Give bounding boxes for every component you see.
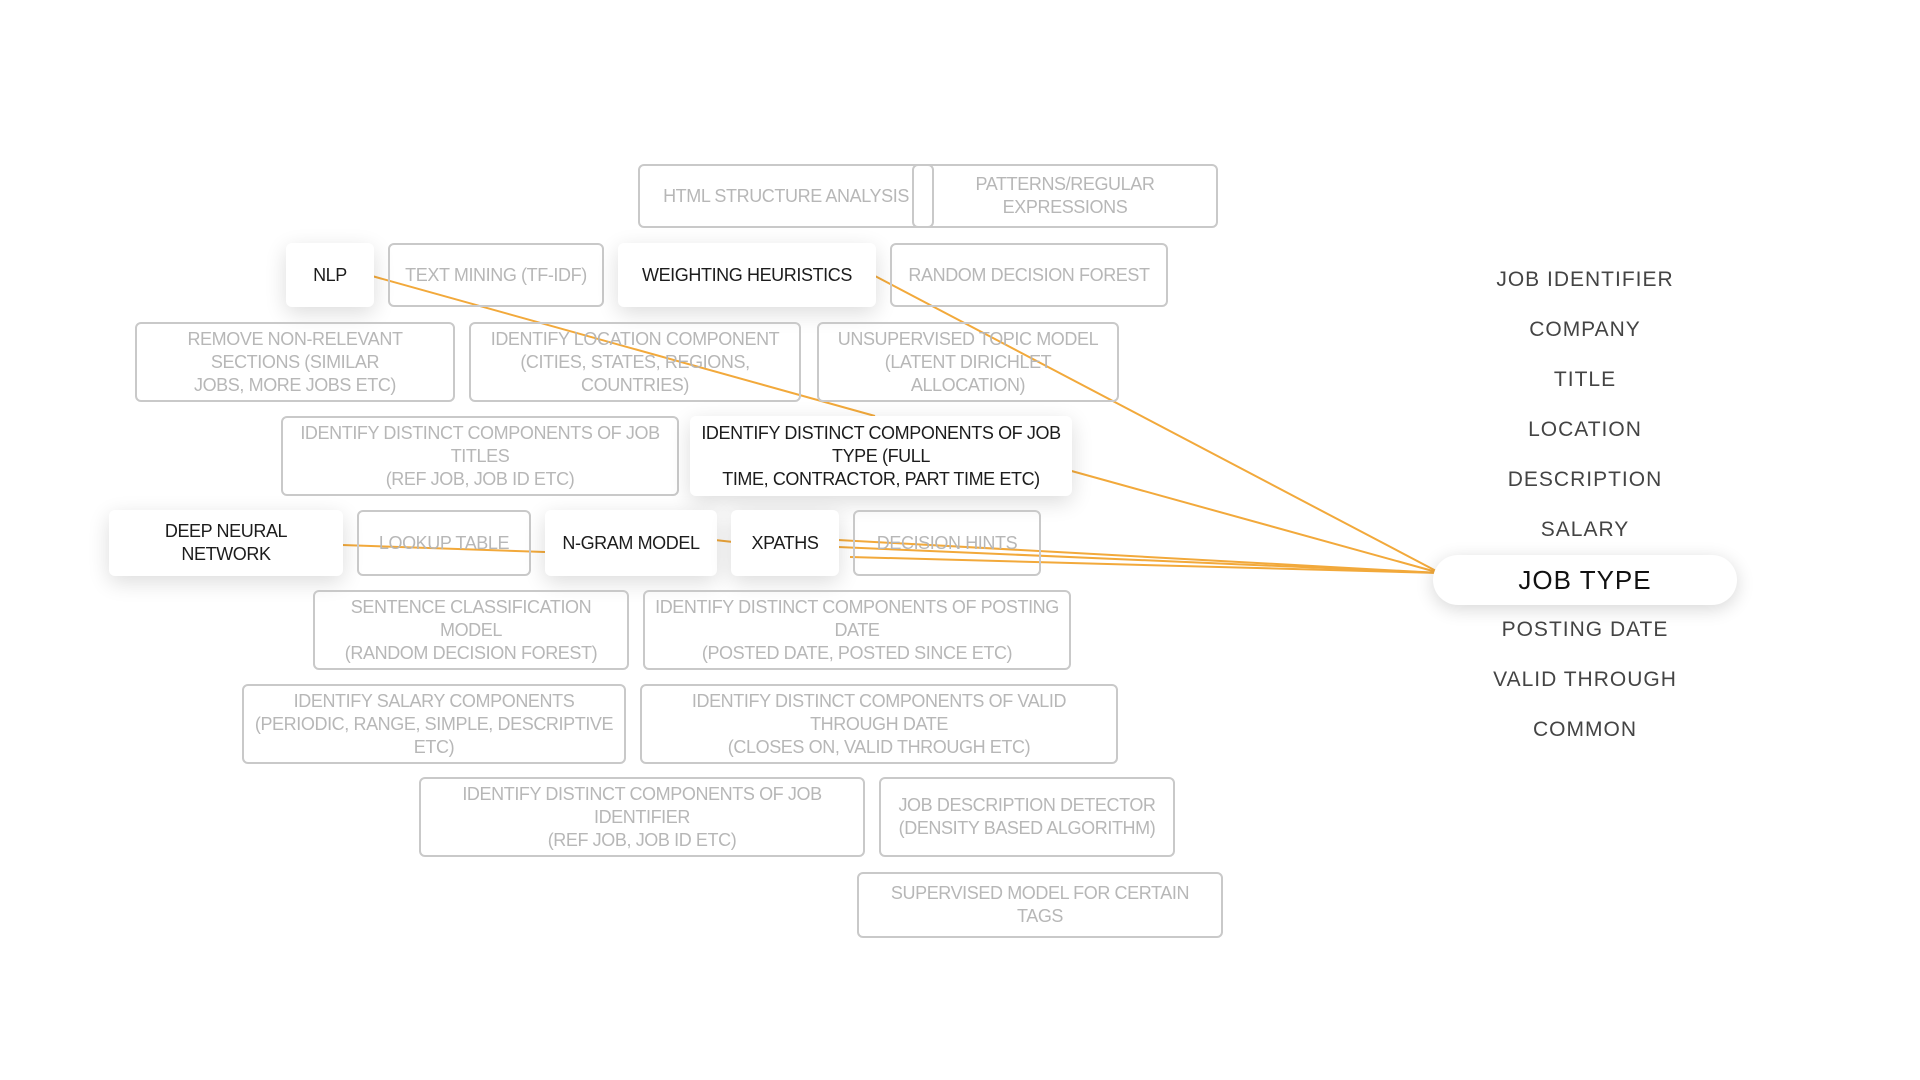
weighting-heuristics-label: WEIGHTING HEURISTICS xyxy=(641,264,852,285)
ngram-model-label: N-GRAM MODEL xyxy=(562,532,700,553)
posting-date-line2: (POSTED DATE, POSTED SINCE ETC) xyxy=(701,642,1013,663)
xpaths-label: XPATHS xyxy=(751,532,819,553)
job-identifier-line1: IDENTIFY DISTINCT COMPONENTS OF JOB IDEN… xyxy=(462,783,822,827)
field-valid-through[interactable]: VALID THROUGH xyxy=(1493,668,1677,691)
job-type-line2: TIME, CONTRACTOR, PART TIME ETC) xyxy=(722,468,1040,489)
field-common[interactable]: COMMON xyxy=(1533,718,1637,741)
nlp-label: NLP xyxy=(313,264,347,285)
field-list: JOB IDENTIFIER COMPANY TITLE LOCATION DE… xyxy=(1433,255,1737,755)
lookup-table-label: LOOKUP TABLE xyxy=(378,532,510,553)
salary-components-box[interactable]: IDENTIFY SALARY COMPONENTS(PERIODIC, RAN… xyxy=(242,684,626,764)
location-component-box[interactable]: IDENTIFY LOCATION COMPONENT(CITIES, STAT… xyxy=(469,322,801,402)
job-identifier-components-box[interactable]: IDENTIFY DISTINCT COMPONENTS OF JOB IDEN… xyxy=(419,777,865,857)
supervised-model-label: SUPERVISED MODEL FOR CERTAIN TAGS xyxy=(890,883,1190,926)
remove-non-relevant-line1: REMOVE NON-RELEVANT SECTIONS (SIMILAR xyxy=(187,328,403,372)
sentence-classification-line2: (RANDOM DECISION FOREST) xyxy=(344,642,598,663)
patterns-regex-box[interactable]: PATTERNS/REGULAR EXPRESSIONS xyxy=(912,164,1218,228)
topic-model-box[interactable]: UNSUPERVISED TOPIC MODEL(LATENT DIRICHLE… xyxy=(817,322,1119,402)
nlp-box[interactable]: NLP xyxy=(286,243,374,307)
random-decision-forest-label: RANDOM DECISION FOREST xyxy=(908,264,1150,285)
job-description-detector-box[interactable]: JOB DESCRIPTION DETECTOR (DENSITY BASED A… xyxy=(879,777,1175,857)
field-job-identifier[interactable]: JOB IDENTIFIER xyxy=(1496,268,1674,291)
supervised-model-box[interactable]: SUPERVISED MODEL FOR CERTAIN TAGS xyxy=(857,872,1223,938)
ngram-model-box[interactable]: N-GRAM MODEL xyxy=(545,510,717,576)
random-decision-forest-box[interactable]: RANDOM DECISION FOREST xyxy=(890,243,1168,307)
job-titles-line2: (REF JOB, JOB ID ETC) xyxy=(385,468,575,489)
location-component-line1: IDENTIFY LOCATION COMPONENT xyxy=(490,328,780,349)
field-company[interactable]: COMPANY xyxy=(1529,318,1641,341)
text-mining-label: TEXT MINING (TF-IDF) xyxy=(405,264,587,285)
salary-line1: IDENTIFY SALARY COMPONENTS xyxy=(293,690,575,711)
field-location[interactable]: LOCATION xyxy=(1528,418,1642,441)
job-titles-line1: IDENTIFY DISTINCT COMPONENTS OF JOB TITL… xyxy=(300,422,660,466)
field-job-type-selected[interactable]: JOB TYPE xyxy=(1433,555,1737,605)
job-description-detector-line2: (DENSITY BASED ALGORITHM) xyxy=(898,818,1156,838)
field-posting-date[interactable]: POSTING DATE xyxy=(1501,618,1669,641)
text-mining-box[interactable]: TEXT MINING (TF-IDF) xyxy=(388,243,604,307)
field-description[interactable]: DESCRIPTION xyxy=(1507,468,1663,491)
decision-hints-label: DECISION HINTS xyxy=(876,532,1018,553)
valid-through-line2: (CLOSES ON, VALID THROUGH ETC) xyxy=(727,736,1031,757)
deep-neural-network-box[interactable]: DEEP NEURAL NETWORK xyxy=(109,510,343,576)
job-description-detector-line1: JOB DESCRIPTION DETECTOR xyxy=(898,795,1156,815)
valid-through-line1: IDENTIFY DISTINCT COMPONENTS OF VALID TH… xyxy=(691,690,1067,734)
job-identifier-line2: (REF JOB, JOB ID ETC) xyxy=(547,829,737,850)
job-type-line1: IDENTIFY DISTINCT COMPONENTS OF JOB TYPE… xyxy=(701,422,1061,466)
posting-date-line1: IDENTIFY DISTINCT COMPONENTS OF POSTING … xyxy=(655,596,1059,640)
patterns-regex-label: PATTERNS/REGULAR EXPRESSIONS xyxy=(975,174,1155,217)
job-type-components-box[interactable]: IDENTIFY DISTINCT COMPONENTS OF JOB TYPE… xyxy=(690,416,1072,496)
salary-line2: (PERIODIC, RANGE, SIMPLE, DESCRIPTIVE ET… xyxy=(254,713,614,757)
weighting-heuristics-box[interactable]: WEIGHTING HEURISTICS xyxy=(618,243,876,307)
topic-model-line1: UNSUPERVISED TOPIC MODEL xyxy=(837,328,1099,349)
xpaths-box[interactable]: XPATHS xyxy=(731,510,839,576)
topic-model-line2: (LATENT DIRICHLET ALLOCATION) xyxy=(884,351,1052,395)
deep-neural-network-label: DEEP NEURAL NETWORK xyxy=(164,521,288,564)
html-structure-analysis-box[interactable]: HTML STRUCTURE ANALYSIS xyxy=(638,164,934,228)
decision-hints-box[interactable]: DECISION HINTS xyxy=(853,510,1041,576)
sentence-classification-line1: SENTENCE CLASSIFICATION MODEL xyxy=(350,596,592,640)
connector-job-type xyxy=(1067,469,1441,574)
field-title[interactable]: TITLE xyxy=(1553,368,1617,391)
job-titles-components-box[interactable]: IDENTIFY DISTINCT COMPONENTS OF JOB TITL… xyxy=(281,416,679,496)
lookup-table-box[interactable]: LOOKUP TABLE xyxy=(357,510,531,576)
valid-through-components-box[interactable]: IDENTIFY DISTINCT COMPONENTS OF VALID TH… xyxy=(640,684,1118,764)
html-structure-analysis-label: HTML STRUCTURE ANALYSIS xyxy=(663,185,909,206)
location-component-line2: (CITIES, STATES, REGIONS, COUNTRIES) xyxy=(520,351,750,395)
field-salary[interactable]: SALARY xyxy=(1540,518,1630,541)
sentence-classification-box[interactable]: SENTENCE CLASSIFICATION MODEL(RANDOM DEC… xyxy=(313,590,629,670)
posting-date-components-box[interactable]: IDENTIFY DISTINCT COMPONENTS OF POSTING … xyxy=(643,590,1071,670)
remove-non-relevant-line2: JOBS, MORE JOBS ETC) xyxy=(193,374,397,395)
